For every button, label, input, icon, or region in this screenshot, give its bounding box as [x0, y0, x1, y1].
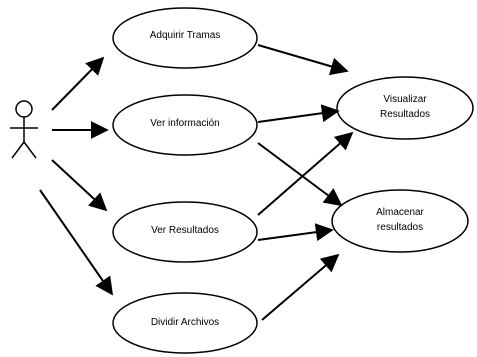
arrow-ver-resultados-to-almacenar [257, 223, 334, 242]
use-case-adquirir-tramas [112, 7, 258, 69]
use-case-dividir-archivos [112, 292, 258, 354]
arrow-ver-informacion-to-almacenar [257, 142, 343, 207]
use-case-ver-resultados [112, 201, 258, 263]
actor-left-leg [11, 141, 25, 159]
label-adquirir-tramas: Adquirir Tramas [149, 30, 221, 41]
label-ver-resultados: Ver Resultados [151, 225, 219, 236]
actor-right-leg [23, 141, 37, 159]
label-visualizar-line1: Visualizar [383, 94, 427, 105]
label-almacenar-line2: resultados [376, 222, 424, 233]
arrow-ver-resultados-to-visualizar [257, 131, 354, 216]
label-almacenar-line1: Almacenar [376, 207, 424, 218]
arrow-actor-to-ver-resultados [51, 159, 108, 212]
actor-stick-figure [10, 100, 38, 159]
arrow-ver-informacion-to-visualizar [257, 104, 340, 123]
use-case-almacenar-resultados [331, 189, 469, 253]
arrow-actor-to-dividir-archivos [39, 189, 114, 296]
arrow-adquirir-to-visualizar [257, 44, 349, 76]
arrow-actor-to-adquirir-tramas [51, 56, 105, 111]
label-visualizar-line2: Resultados [379, 109, 431, 120]
label-dividir-archivos: Dividir Archivos [150, 317, 220, 328]
actor-head [15, 100, 33, 118]
use-case-ver-informacion [112, 94, 258, 156]
arrow-dividir-to-almacenar [261, 253, 340, 321]
label-ver-informacion: Ver información [150, 118, 220, 129]
